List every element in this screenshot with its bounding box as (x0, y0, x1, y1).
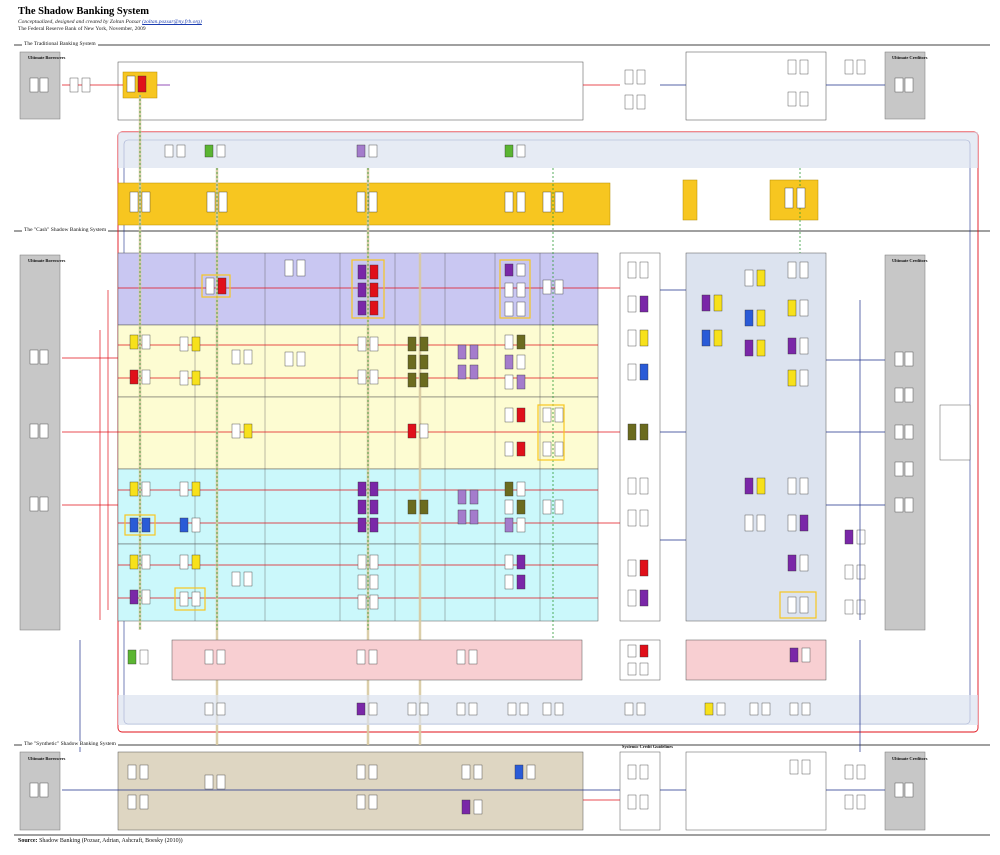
ultimate-creditors-box-mid (884, 254, 926, 631)
page-title: The Shadow Banking System (18, 6, 149, 17)
ultimate-borrowers-box-bottom (19, 751, 61, 831)
author-email-link[interactable]: (zoltan.pozsar@ny.frb.org) (142, 19, 202, 25)
source-note: Source: Shadow Banking (Pozsar, Adrian, … (18, 838, 183, 844)
subtitle-author: Conceptualized, designed and created by … (18, 19, 141, 25)
gold-small (682, 179, 698, 221)
traditional-panel-left (117, 61, 584, 121)
ultimate-creditors-label-2: Ultimate Creditors (892, 258, 928, 263)
node-icons (29, 59, 971, 815)
org-date: The Federal Reserve Bank of New York, No… (18, 26, 146, 32)
ultimate-borrowers-label-1: Ultimate Borrowers (28, 55, 66, 60)
systemic-credit-guidelines-label: Systemic Credit Guidelines (622, 744, 673, 749)
gold-right (769, 179, 819, 221)
section-traditional: The Traditional Banking System (22, 41, 98, 47)
ultimate-borrowers-label-2: Ultimate Borrowers (28, 258, 66, 263)
yellow-band-1 (117, 324, 599, 398)
subtitle: Conceptualized, designed and created by … (18, 19, 202, 25)
ultimate-creditors-label-3: Ultimate Creditors (892, 756, 928, 761)
ultimate-creditors-label-1: Ultimate Creditors (892, 55, 928, 60)
ultimate-borrowers-box-mid (19, 254, 61, 631)
section-cash: The "Cash" Shadow Banking System (22, 227, 109, 233)
top-blue-band (118, 132, 978, 168)
section-synthetic: The "Synthetic" Shadow Banking System (22, 741, 118, 747)
header: The Shadow Banking System Conceptualized… (18, 6, 202, 32)
tan-band (117, 751, 584, 831)
ultimate-borrowers-label-3: Ultimate Borrowers (28, 756, 66, 761)
source-text: Shadow Banking (Pozsar, Adrian, Ashcraft… (39, 838, 183, 844)
source-label: Source: (18, 838, 38, 844)
yellow-band-2 (117, 396, 599, 470)
